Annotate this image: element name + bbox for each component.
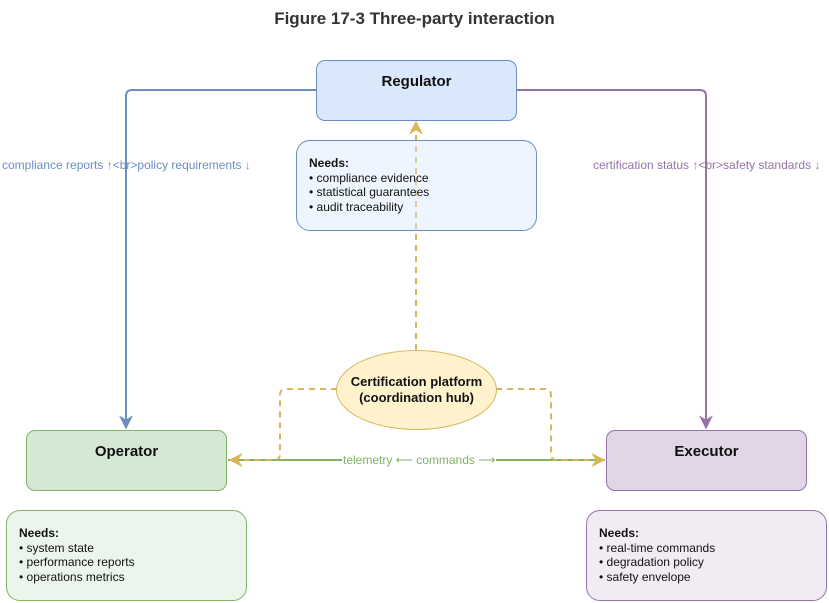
- regulator-label: Regulator: [381, 73, 452, 90]
- operator-need-item: • performance reports: [19, 555, 135, 570]
- edge-label-regulator-operator: compliance reports ↑<br>policy requireme…: [2, 158, 251, 172]
- operator-needs-header: Needs:: [19, 526, 60, 540]
- operator-need-item: • system state: [19, 540, 94, 555]
- executor-needs-header: Needs:: [599, 526, 640, 540]
- edge-hub-executor: [496, 388, 606, 467]
- operator-node[interactable]: Operator: [26, 430, 227, 491]
- executor-needs-box: Needs: • real-time commands • degradatio…: [586, 510, 827, 601]
- operator-need-item: • operations metrics: [19, 569, 125, 584]
- figure-title: Figure 17-3 Three-party interaction: [274, 9, 555, 28]
- edge-regulator-operator: [119, 89, 316, 430]
- hub-label-line1: Certification platform: [350, 374, 483, 389]
- edge-hub-operator: [228, 388, 337, 467]
- regulator-need-item: • statistical guarantees: [309, 185, 430, 200]
- regulator-needs-box: Needs: • compliance evidence • statistic…: [296, 140, 537, 231]
- regulator-need-item: • audit traceability: [309, 199, 404, 214]
- operator-label: Operator: [94, 443, 159, 460]
- executor-need-item: • safety envelope: [599, 569, 691, 584]
- regulator-need-item: • compliance evidence: [309, 170, 429, 185]
- executor-need-item: • degradation policy: [599, 555, 704, 570]
- regulator-node[interactable]: Regulator: [316, 60, 517, 121]
- regulator-needs-header: Needs:: [309, 156, 350, 170]
- executor-node[interactable]: Executor: [606, 430, 807, 491]
- hub-label-line2: (coordination hub): [359, 390, 474, 405]
- certification-hub-node[interactable]: Certification platform (coordination hub…: [336, 350, 497, 430]
- edge-regulator-executor: [517, 89, 713, 430]
- operator-needs-box: Needs: • system state • performance repo…: [6, 510, 247, 601]
- executor-label: Executor: [674, 443, 739, 460]
- edge-label-regulator-executor: certification status ↑<br>safety standar…: [593, 158, 821, 172]
- executor-need-item: • real-time commands: [599, 540, 716, 555]
- edge-label-operator-executor: telemetry ⟵ commands ⟶: [342, 453, 497, 467]
